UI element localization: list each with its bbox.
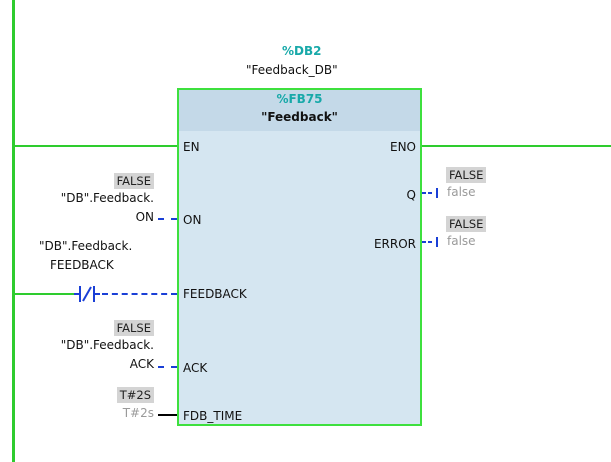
error-value[interactable]: false bbox=[447, 234, 476, 248]
q-output-stub bbox=[422, 188, 438, 198]
power-rail bbox=[12, 0, 15, 462]
on-operand-line1[interactable]: "DB".Feedback. bbox=[60, 191, 154, 205]
pin-ack[interactable]: ACK bbox=[183, 361, 208, 375]
on-status-badge: FALSE bbox=[113, 173, 154, 189]
instance-db-name[interactable]: "Feedback_DB" bbox=[246, 63, 338, 77]
feedback-operand-line1[interactable]: "DB".Feedback. bbox=[39, 239, 133, 253]
feedback-wire bbox=[102, 293, 177, 295]
pin-eno[interactable]: ENO bbox=[389, 140, 416, 154]
eno-wire bbox=[422, 145, 611, 147]
error-output-stub bbox=[422, 237, 438, 247]
fdb-time-wire bbox=[158, 414, 177, 416]
on-wire bbox=[158, 218, 177, 220]
pin-fdb-time[interactable]: FDB_TIME bbox=[183, 409, 243, 423]
ack-wire bbox=[158, 366, 177, 368]
ack-operand-line1[interactable]: "DB".Feedback. bbox=[60, 338, 154, 352]
pin-feedback[interactable]: FEEDBACK bbox=[183, 287, 247, 301]
instance-db-address[interactable]: %DB2 bbox=[282, 44, 322, 58]
block-number: %FB75 bbox=[276, 92, 323, 106]
q-value[interactable]: false bbox=[447, 185, 476, 199]
error-status-badge: FALSE bbox=[446, 216, 487, 232]
fdb-time-value[interactable]: T#2s bbox=[122, 406, 154, 420]
on-operand-line2[interactable]: ON bbox=[135, 210, 154, 224]
feedback-operand-line2[interactable]: FEEDBACK bbox=[50, 258, 114, 272]
block-name: "Feedback" bbox=[261, 110, 338, 124]
ack-status-badge: FALSE bbox=[113, 320, 154, 336]
fdb-time-status-badge: T#2S bbox=[116, 387, 154, 403]
pin-on[interactable]: ON bbox=[183, 213, 202, 227]
function-block[interactable]: %FB75 "Feedback" EN ENO ON Q ERROR FEEDB… bbox=[177, 88, 422, 426]
en-wire bbox=[14, 145, 177, 147]
q-status-badge: FALSE bbox=[446, 167, 487, 183]
feedback-rung-wire bbox=[14, 293, 74, 295]
function-block-header: %FB75 "Feedback" bbox=[179, 90, 420, 131]
negated-contact-icon[interactable] bbox=[72, 283, 102, 305]
ack-operand-line2[interactable]: ACK bbox=[129, 357, 154, 371]
pin-en[interactable]: EN bbox=[183, 140, 200, 154]
pin-error[interactable]: ERROR bbox=[373, 237, 416, 251]
pin-q[interactable]: Q bbox=[406, 188, 416, 202]
